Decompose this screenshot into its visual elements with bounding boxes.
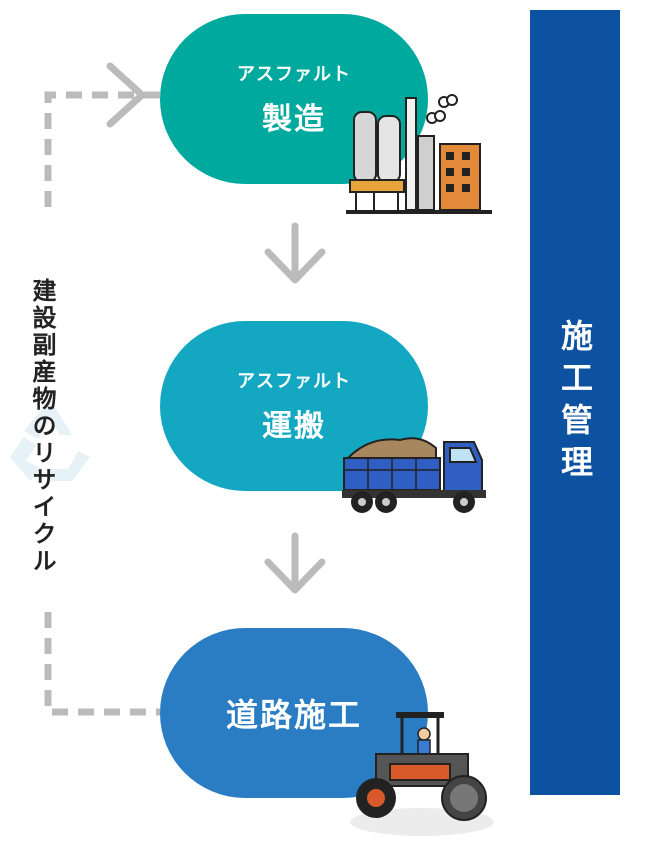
road-roller-icon xyxy=(350,712,494,836)
step-title: 運搬 xyxy=(262,409,326,444)
dump-truck-icon xyxy=(342,437,486,513)
factory-icon xyxy=(346,94,492,214)
arrow-right-icon xyxy=(106,62,146,128)
arrow-down-icon xyxy=(264,532,326,594)
recycle-icon xyxy=(10,399,90,481)
step-subtitle: アスファルト xyxy=(237,64,351,85)
step-subtitle: アスファルト xyxy=(237,371,351,392)
step-title: 製造 xyxy=(262,102,326,137)
step-road-construction: 道路施工 xyxy=(160,628,428,798)
management-label: 施工管理 xyxy=(556,318,594,487)
recycle-label: 建設副産物のリサイクル xyxy=(28,277,56,575)
construction-management-bar: 施工管理 xyxy=(530,10,620,795)
arrow-down-icon xyxy=(264,222,326,284)
step-title: 道路施工 xyxy=(225,696,362,734)
